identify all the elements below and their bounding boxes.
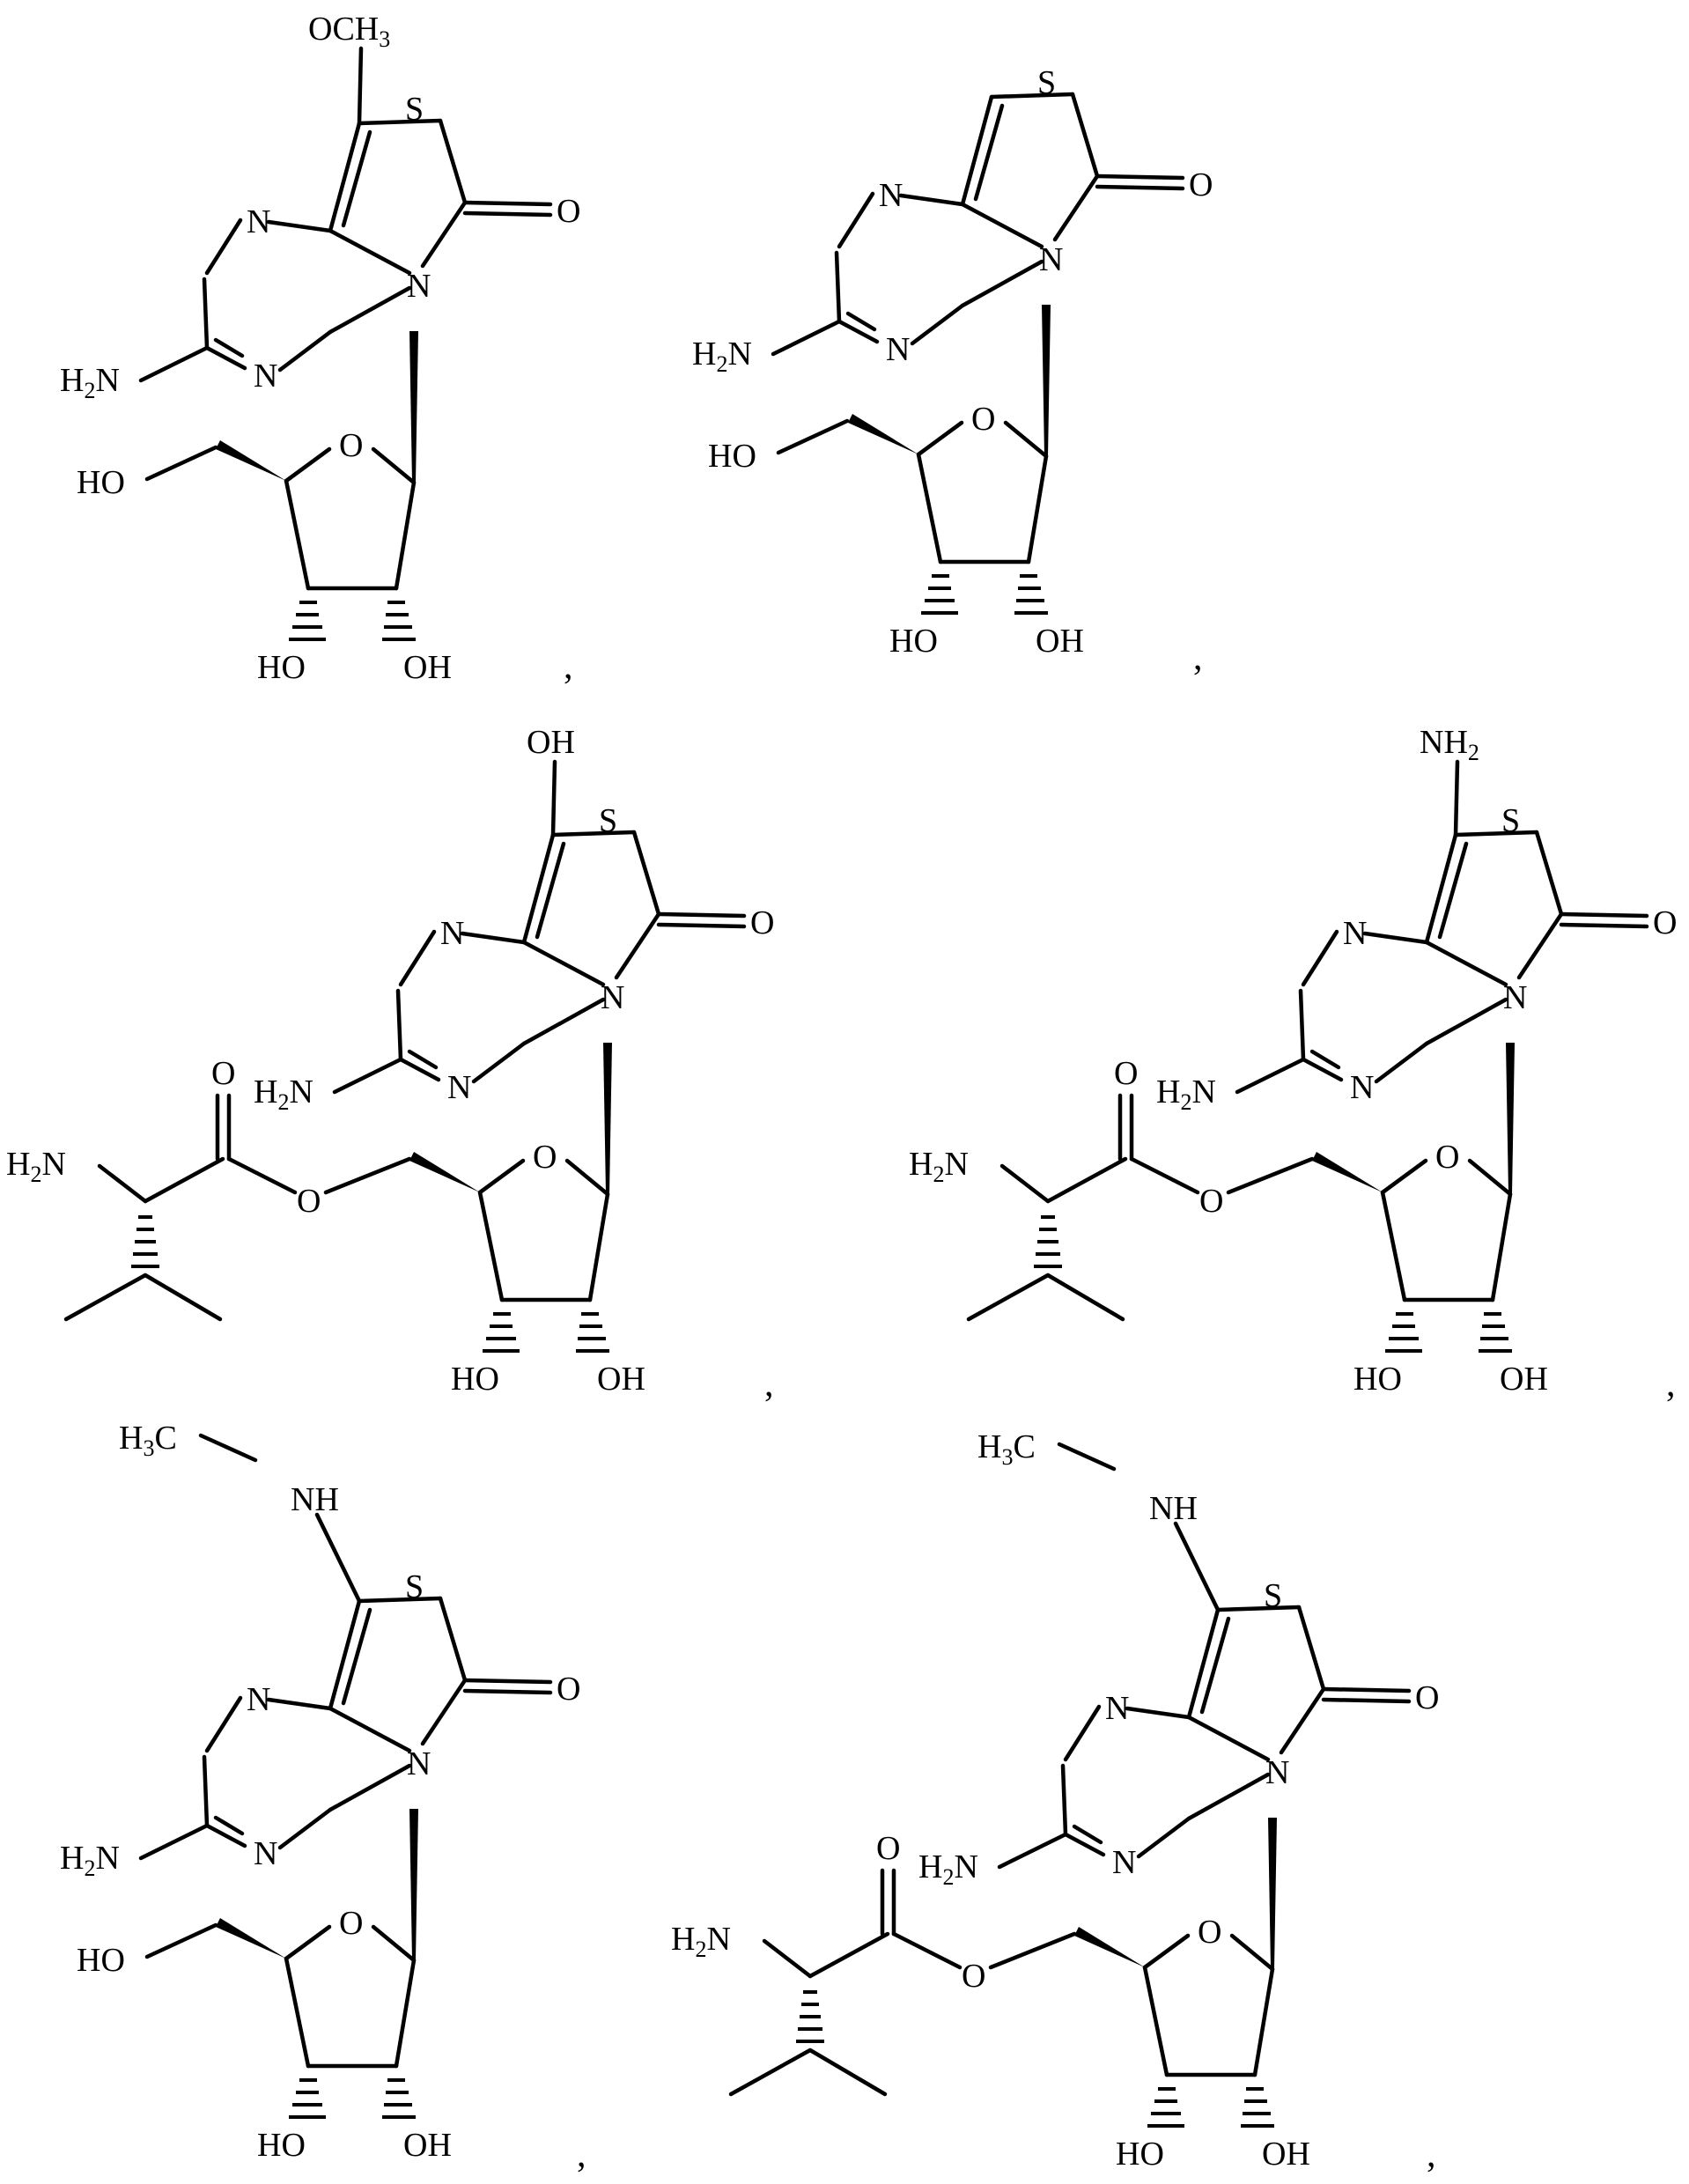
c6-oh-label: OH [527, 724, 575, 761]
separator-comma: , [1193, 638, 1203, 678]
separator-comma: , [577, 2135, 586, 2175]
c6-nh2-label: NH2 [1420, 724, 1479, 765]
och3-label: OCH3 [308, 11, 390, 52]
separator-comma: , [1427, 2135, 1436, 2175]
separator-comma: , [564, 646, 573, 687]
structure-3: OH , [6, 724, 774, 1405]
separator-comma: , [1666, 1364, 1676, 1405]
c6-nh-label: NH [1149, 1490, 1198, 1527]
structure-6: NH H3C , [671, 1428, 1439, 2175]
structure-4: NH2 , [909, 724, 1677, 1405]
separator-comma: , [764, 1364, 774, 1405]
structure-5: NH H3C , [60, 1420, 586, 2175]
structure-2: , [692, 64, 1213, 678]
h3c-label: H3C [119, 1420, 177, 1461]
h3c-label: H3C [977, 1428, 1036, 1470]
c6-nh-label: NH [291, 1481, 339, 1518]
structure-1: OCH3 , [60, 11, 580, 687]
